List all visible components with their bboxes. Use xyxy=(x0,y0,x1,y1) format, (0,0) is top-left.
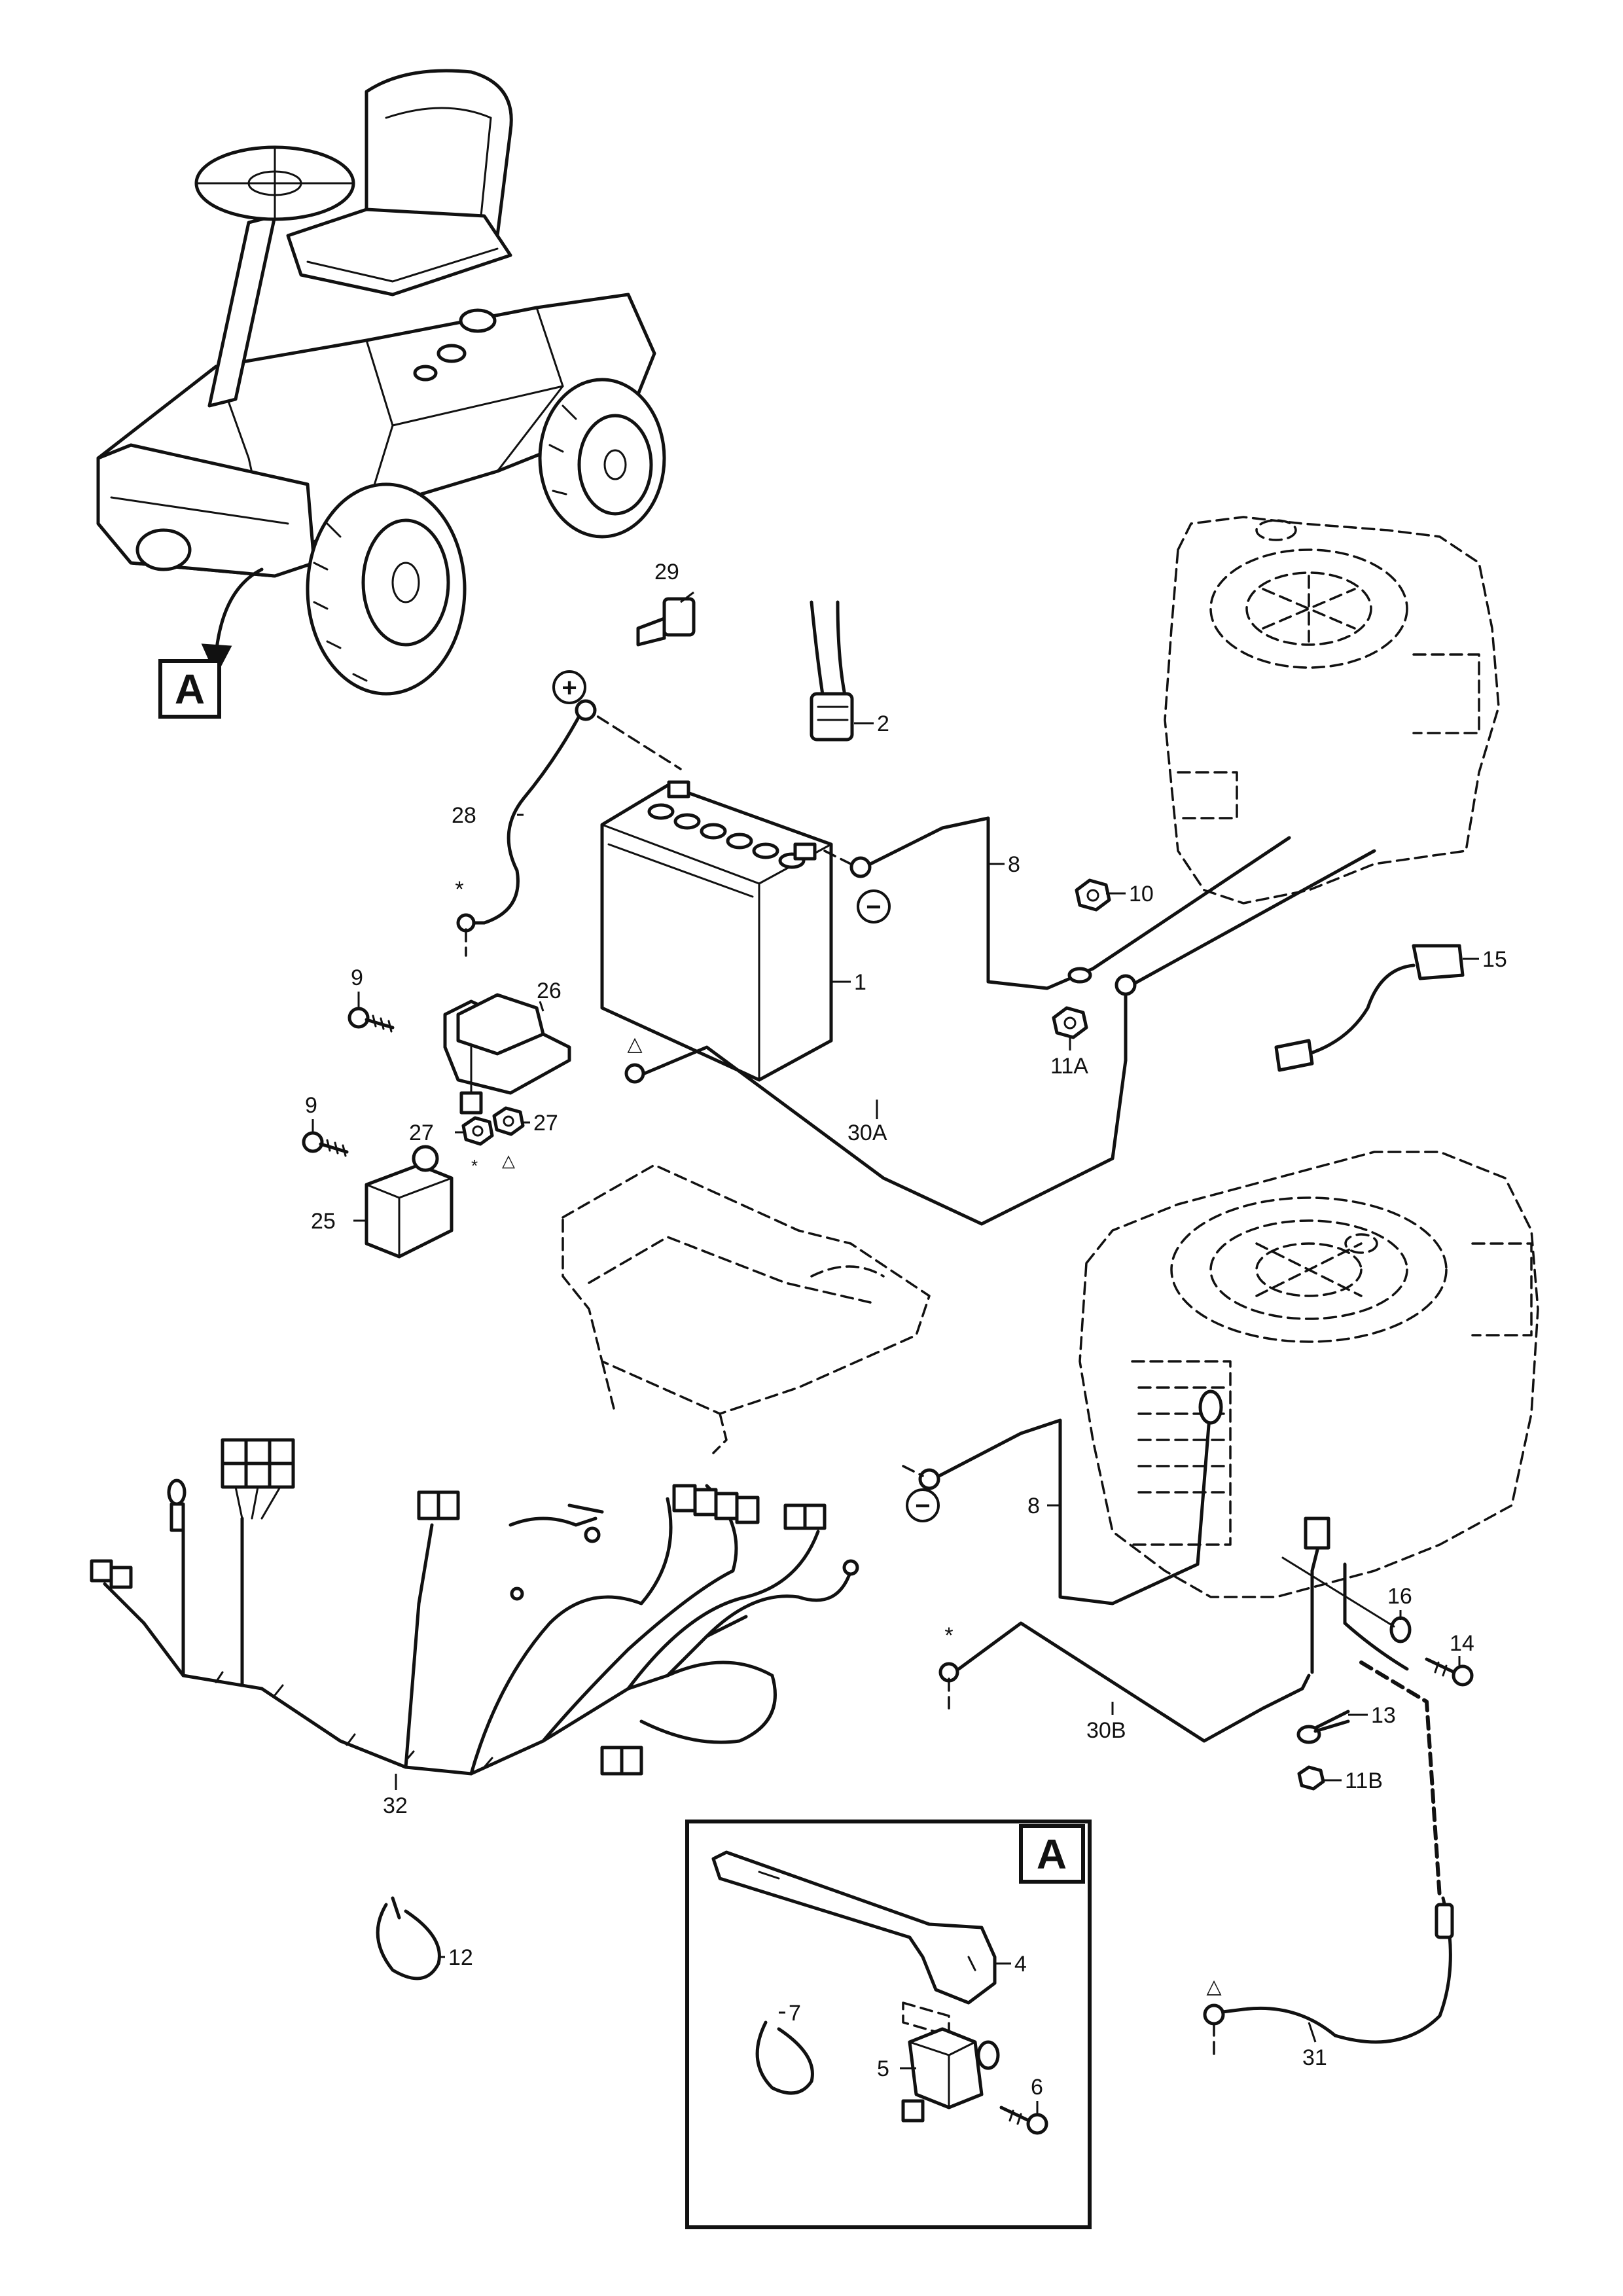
detail-a-inset: A xyxy=(685,1820,1092,2229)
callout-15: 15 xyxy=(1482,947,1507,972)
detail-a-inset-label: A xyxy=(1037,1831,1067,1878)
callout-11a: 11A xyxy=(1050,1054,1088,1079)
callout-11b: 11B xyxy=(1345,1768,1383,1793)
callout-7: 7 xyxy=(789,2001,801,2026)
battery xyxy=(581,706,833,1082)
callout-8-upper: 8 xyxy=(1008,852,1020,877)
connector-29 xyxy=(636,597,696,647)
cable-30a: △ xyxy=(624,849,1376,1226)
callout-13: 13 xyxy=(1371,1703,1396,1728)
polarity-symbols: + − − xyxy=(552,670,940,1522)
callout-31: 31 xyxy=(1302,2045,1327,2070)
callout-9-upper: 9 xyxy=(351,965,363,990)
triangle-marker-27: △ xyxy=(502,1151,515,1170)
terminal-13 xyxy=(1296,1710,1350,1744)
nut-11a xyxy=(1052,1006,1088,1039)
callout-30b: 30B xyxy=(1086,1718,1126,1743)
callout-28: 28 xyxy=(452,803,476,828)
strap-2 xyxy=(810,600,854,742)
cable-31: △ xyxy=(1203,1562,1454,2056)
callout-32: 32 xyxy=(383,1793,408,1818)
callout-5: 5 xyxy=(877,2056,889,2081)
callout-26: 26 xyxy=(537,978,562,1003)
ground-cable-upper xyxy=(823,816,1291,990)
callout-4: 4 xyxy=(1014,1952,1027,1977)
screw-14 xyxy=(1425,1657,1474,1687)
nut-10 xyxy=(1075,878,1111,912)
positive-symbol: + xyxy=(562,673,577,702)
screw-9-lower xyxy=(302,1131,349,1157)
callout-29: 29 xyxy=(654,560,679,584)
asterisk-marker-30b: * xyxy=(944,1623,953,1648)
relay-26 xyxy=(443,993,571,1115)
callout-6: 6 xyxy=(1031,2075,1043,2100)
callout-27-right: 27 xyxy=(533,1111,558,1136)
ground-cable-lower xyxy=(902,1390,1223,1605)
asterisk-marker-27: * xyxy=(471,1156,478,1175)
nut-27-right: △ xyxy=(492,1106,525,1170)
callout-25: 25 xyxy=(311,1209,336,1234)
engine-outline-upper xyxy=(1164,516,1500,905)
callout-14: 14 xyxy=(1450,1631,1474,1656)
connector-15 xyxy=(1274,944,1465,1072)
screw-9-upper xyxy=(348,1007,395,1033)
callout-9-lower: 9 xyxy=(305,1093,317,1118)
callout-16: 16 xyxy=(1387,1584,1412,1609)
riding-mower-illustration xyxy=(96,69,666,696)
wiring-harness-32 xyxy=(90,1438,859,1776)
callout-2: 2 xyxy=(877,711,889,736)
nut-27-left: * xyxy=(461,1116,494,1175)
callout-1: 1 xyxy=(854,970,866,995)
negative-symbol-lower: − xyxy=(915,1492,930,1520)
callout-10: 10 xyxy=(1129,882,1154,906)
nut-11b xyxy=(1297,1765,1325,1791)
callout-27-left: 27 xyxy=(409,1121,434,1145)
callout-8-lower: 8 xyxy=(1027,1494,1040,1518)
callout-12: 12 xyxy=(448,1945,473,1970)
cable-tie-12 xyxy=(376,1896,441,1981)
battery-positive-cable: * xyxy=(455,699,597,957)
leader-lines xyxy=(312,591,1479,2114)
detail-a-reference-label: A xyxy=(175,666,205,713)
triangle-marker-30a: △ xyxy=(627,1033,642,1055)
relay-25 xyxy=(365,1145,454,1259)
callout-labels: 2 1 8 10 11A 15 26 28 9 9 27 27 25 29 30… xyxy=(305,560,1507,2100)
mower-deck-outline xyxy=(562,1164,931,1454)
negative-symbol-upper: − xyxy=(866,893,881,922)
cable-30b: * xyxy=(938,1516,1330,1743)
asterisk-marker-28: * xyxy=(455,877,463,902)
detail-a-reference: A xyxy=(158,659,221,719)
triangle-marker-31: △ xyxy=(1206,1976,1221,1998)
callout-30a: 30A xyxy=(847,1121,887,1145)
washer-16 xyxy=(1281,1556,1412,1643)
engine-outline-lower xyxy=(1079,1151,1539,1598)
